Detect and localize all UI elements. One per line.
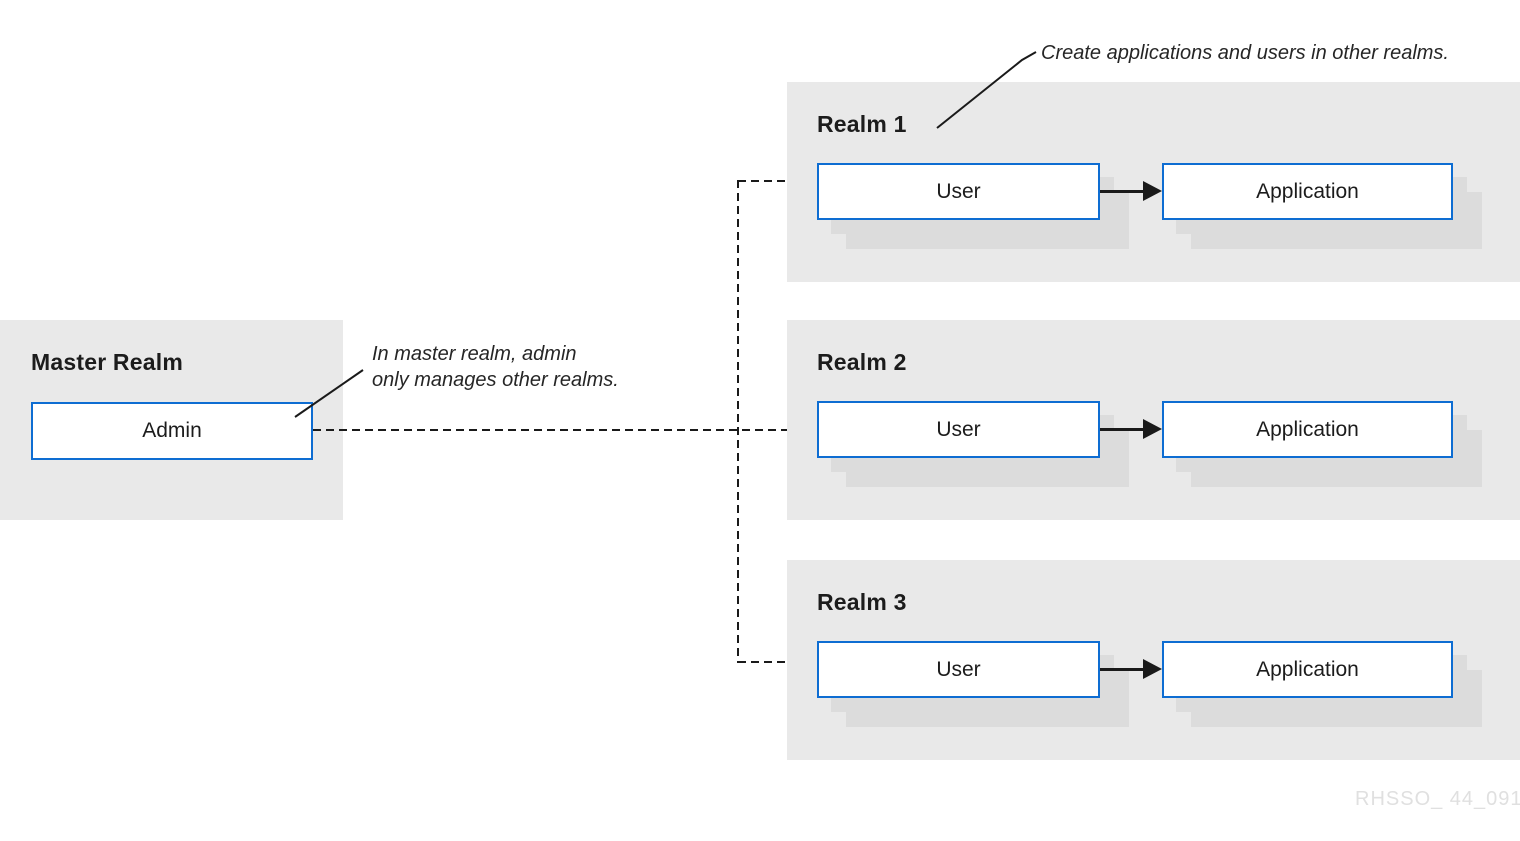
admin-box-face: Admin bbox=[31, 402, 313, 460]
realm-2-user-box: User bbox=[817, 401, 1129, 487]
realm-1-application-label: Application bbox=[1256, 179, 1359, 203]
realm-2-user-label: User bbox=[936, 417, 981, 441]
realm-1-application-box: Application bbox=[1162, 163, 1482, 249]
annotation-master-note: In master realm, admin only manages othe… bbox=[372, 341, 619, 393]
admin-box: Admin bbox=[31, 402, 313, 460]
realm-3-user-box-face: User bbox=[817, 641, 1100, 698]
realm-3-container: Realm 3 User Application bbox=[787, 560, 1520, 760]
master-realm-title: Master Realm bbox=[31, 349, 183, 375]
dashed-connector-admin-to-realm-2 bbox=[313, 429, 787, 431]
realm-2-title: Realm 2 bbox=[817, 349, 907, 375]
realm-1-container: Realm 1 User Application bbox=[787, 82, 1520, 282]
annotation-create-apps: Create applications and users in other r… bbox=[1041, 42, 1449, 64]
dashed-connector-to-realm-3 bbox=[738, 661, 787, 663]
realm-3-application-box-face: Application bbox=[1162, 641, 1453, 698]
admin-box-label: Admin bbox=[142, 419, 202, 442]
realm-2-user-box-face: User bbox=[817, 401, 1100, 458]
realm-1-application-box-face: Application bbox=[1162, 163, 1453, 220]
realm-2-application-box-face: Application bbox=[1162, 401, 1453, 458]
watermark-label: RHSSO_ 44_0919 bbox=[1355, 788, 1520, 810]
arrow-right-icon bbox=[1100, 659, 1162, 679]
realm-1-user-box: User bbox=[817, 163, 1129, 249]
arrow-right-icon bbox=[1100, 419, 1162, 439]
arrow-right-icon bbox=[1100, 181, 1162, 201]
master-realm-container: Master Realm Admin bbox=[0, 320, 343, 520]
realm-2-container: Realm 2 User Application bbox=[787, 320, 1520, 520]
realm-2-application-box: Application bbox=[1162, 401, 1482, 487]
realm-3-user-label: User bbox=[936, 657, 981, 681]
realm-3-application-box: Application bbox=[1162, 641, 1482, 727]
dashed-connector-vertical bbox=[737, 180, 739, 663]
annotation-master-note-line1: In master realm, admin bbox=[372, 343, 577, 365]
realm-1-user-label: User bbox=[936, 179, 981, 203]
dashed-connector-to-realm-1 bbox=[738, 180, 787, 182]
realm-3-title: Realm 3 bbox=[817, 589, 907, 615]
realm-3-user-box: User bbox=[817, 641, 1129, 727]
realm-2-application-label: Application bbox=[1256, 417, 1359, 441]
realm-1-title: Realm 1 bbox=[817, 111, 907, 137]
annotation-master-note-line2: only manages other realms. bbox=[372, 369, 619, 391]
realm-1-user-box-face: User bbox=[817, 163, 1100, 220]
realm-3-application-label: Application bbox=[1256, 657, 1359, 681]
